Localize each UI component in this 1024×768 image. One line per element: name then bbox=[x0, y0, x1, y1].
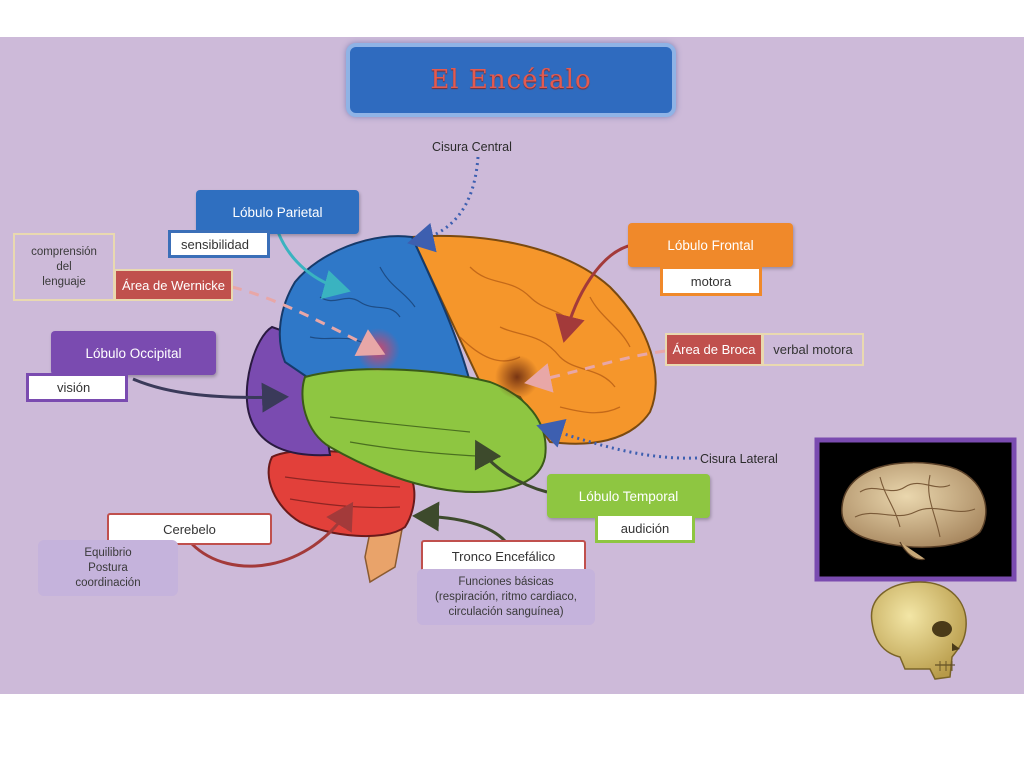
tronco-function-line-1: Funciones básicas bbox=[458, 575, 554, 588]
brain-diagram bbox=[132, 156, 1017, 680]
parietal-function: sensibilidad bbox=[168, 230, 270, 258]
occipital-arrow bbox=[132, 377, 289, 413]
occipital-title: Lóbulo Occipital bbox=[51, 331, 216, 375]
wernicke-function: comprensión del lenguaje bbox=[13, 233, 115, 301]
tronco-function-line-3: circulación sanguínea) bbox=[448, 605, 564, 618]
frontal-arrow bbox=[555, 243, 633, 343]
skull-illustration bbox=[870, 581, 967, 680]
slide: El Encéfalo Cisura Central Cisura Latera… bbox=[0, 37, 1024, 694]
broca-function: verbal motora bbox=[762, 333, 864, 366]
frontal-title: Lóbulo Frontal bbox=[628, 223, 793, 267]
wernicke-function-line-2: del bbox=[56, 260, 72, 273]
cisura-lateral-arrow bbox=[536, 418, 698, 460]
tronco-function: Funciones básicas (respiración, ritmo ca… bbox=[417, 569, 595, 625]
cerebelo-title: Cerebelo bbox=[107, 513, 272, 545]
title-banner: El Encéfalo bbox=[346, 43, 676, 117]
cisura-lateral-label: Cisura Lateral bbox=[700, 452, 778, 466]
broca-title: Área de Broca bbox=[665, 333, 763, 366]
occipital-function: visión bbox=[26, 373, 128, 402]
cerebelo-function-line-1: Equilibrio bbox=[84, 546, 132, 559]
broca-glow bbox=[495, 355, 539, 399]
cerebelo-function-line-3: coordinación bbox=[75, 576, 141, 589]
wernicke-arrow bbox=[231, 285, 386, 357]
tronco-title: Tronco Encefálico bbox=[421, 540, 586, 572]
tronco-function-line-2: (respiración, ritmo cardiaco, bbox=[435, 590, 577, 603]
cerebelo-function-line-2: Postura bbox=[88, 561, 128, 574]
tronco-arrow bbox=[412, 501, 507, 543]
wernicke-title: Área de Wernicke bbox=[114, 269, 233, 301]
page-title: El Encéfalo bbox=[430, 65, 592, 95]
cisura-central-arrow bbox=[407, 156, 480, 253]
parietal-title: Lóbulo Parietal bbox=[196, 190, 359, 234]
wernicke-glow bbox=[356, 328, 400, 372]
temporal-title: Lóbulo Temporal bbox=[547, 474, 710, 518]
frontal-shape bbox=[410, 234, 657, 445]
cisura-central-label: Cisura Central bbox=[432, 140, 512, 154]
frontal-function: motora bbox=[660, 266, 762, 296]
brain-photo bbox=[841, 461, 987, 561]
temporal-arrow bbox=[474, 439, 548, 494]
cerebelo-function: Equilibrio Postura coordinación bbox=[38, 540, 178, 596]
temporal-function: audición bbox=[595, 513, 695, 543]
wernicke-function-line-1: comprensión bbox=[31, 245, 97, 258]
wernicke-function-line-3: lenguaje bbox=[42, 275, 86, 288]
cerebelo-arrow bbox=[190, 501, 354, 568]
parietal-arrow bbox=[276, 231, 351, 300]
